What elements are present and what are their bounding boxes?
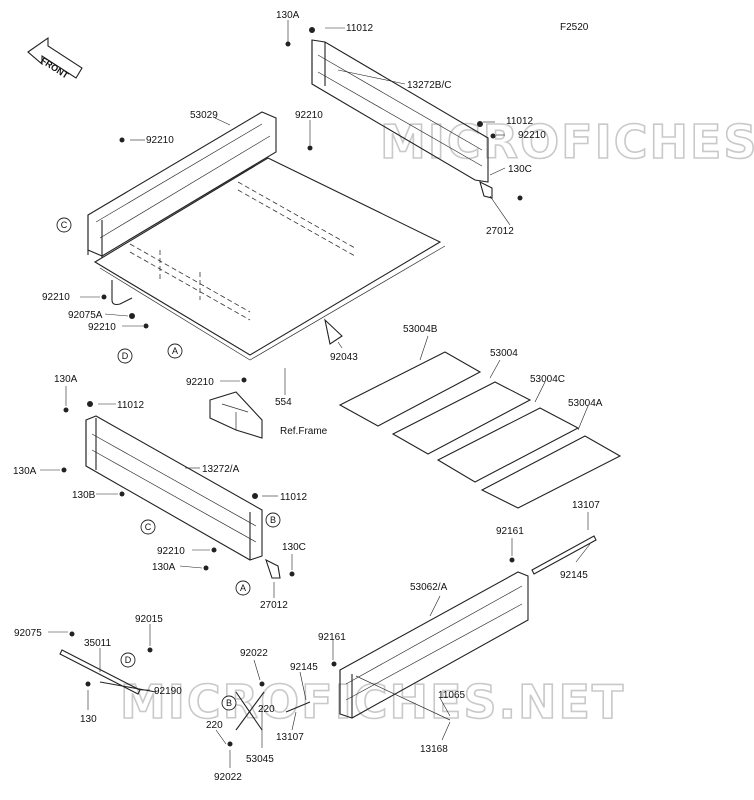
part-label: 92190 <box>154 686 182 697</box>
part-label: 11012 <box>346 23 374 34</box>
part-label: 92145 <box>290 662 318 673</box>
part-label: 130A <box>276 10 300 21</box>
part-label: 53062/A <box>410 582 448 593</box>
part-label: 130C <box>282 542 306 553</box>
callout-d-1: D <box>117 348 133 364</box>
ref-frame-label: Ref.Frame <box>280 426 328 437</box>
side-panel-assembly <box>85 415 281 579</box>
part-label: 53004A <box>568 398 603 409</box>
callout-b-2: B <box>221 695 237 711</box>
part-label: 220 <box>206 720 223 731</box>
part-label: 53004C <box>530 374 565 385</box>
part-label: 92075A <box>68 310 103 321</box>
part-label: 11012 <box>280 492 308 503</box>
callout-d-2: D <box>120 652 136 668</box>
bed-mats <box>338 351 622 509</box>
leader-lines <box>40 20 591 768</box>
part-label: 92210 <box>88 322 116 333</box>
part-labels: 130A 11012 13272B/C 92210 53029 92210 11… <box>13 10 603 783</box>
part-label: 92210 <box>42 292 70 303</box>
part-label: 27012 <box>486 226 514 237</box>
part-label: 13107 <box>276 732 304 743</box>
part-label: 13272/A <box>202 464 240 475</box>
part-label: 92210 <box>295 110 323 121</box>
callout-c-2: C <box>140 519 156 535</box>
part-label: 130A <box>152 562 176 573</box>
callout-b-1: B <box>265 512 281 528</box>
part-label: 92145 <box>560 570 588 581</box>
part-label: 92161 <box>318 632 346 643</box>
part-label: 92022 <box>214 772 242 783</box>
latch-linkage <box>59 649 311 731</box>
part-label: 13107 <box>572 500 600 511</box>
part-label: 130A <box>13 466 37 477</box>
callout-c-1: C <box>56 217 72 233</box>
front-label: FRONT <box>39 55 71 81</box>
part-label: 27012 <box>260 600 288 611</box>
part-label: 92210 <box>518 130 546 141</box>
watermark-bottom: MICROFICHES.NET <box>120 675 625 729</box>
callout-a-2: A <box>235 580 251 596</box>
part-label: 220 <box>258 704 275 715</box>
fastener-dots <box>61 27 523 747</box>
part-label: 13168 <box>420 744 448 755</box>
part-label: 130 <box>80 714 97 725</box>
front-arrow-icon: FRONT <box>27 36 83 81</box>
part-label: 92022 <box>240 648 268 659</box>
part-label: 11012 <box>506 116 534 127</box>
svg-text:C: C <box>145 522 152 532</box>
part-label: 92210 <box>157 546 185 557</box>
part-label: 130C <box>508 164 532 175</box>
cargo-bed-assembly <box>87 39 493 439</box>
part-label: 92161 <box>496 526 524 537</box>
part-label: 13272B/C <box>407 80 451 91</box>
svg-text:A: A <box>240 583 246 593</box>
part-label: 11065 <box>438 690 466 701</box>
part-label: 53045 <box>246 754 274 765</box>
part-label: 130B <box>72 490 96 501</box>
svg-text:C: C <box>61 220 68 230</box>
part-label: 92043 <box>330 352 358 363</box>
figure-code: F2520 <box>560 22 589 33</box>
part-label: 92075 <box>14 628 42 639</box>
part-label: 53029 <box>190 110 218 121</box>
callout-a-1: A <box>167 343 183 359</box>
svg-text:D: D <box>122 351 129 361</box>
svg-text:A: A <box>172 346 178 356</box>
part-label: 92210 <box>146 135 174 146</box>
part-label: 92015 <box>135 614 163 625</box>
part-label: 11012 <box>117 400 145 411</box>
tailgate-assembly <box>339 535 597 721</box>
part-label: 35011 <box>84 638 112 649</box>
svg-text:D: D <box>125 655 132 665</box>
svg-text:B: B <box>270 515 276 525</box>
part-label: 53004 <box>490 348 518 359</box>
part-label: 92210 <box>186 377 214 388</box>
part-label: 554 <box>275 397 292 408</box>
svg-text:B: B <box>226 698 232 708</box>
part-label: 130A <box>54 374 78 385</box>
part-label: 53004B <box>403 324 438 335</box>
